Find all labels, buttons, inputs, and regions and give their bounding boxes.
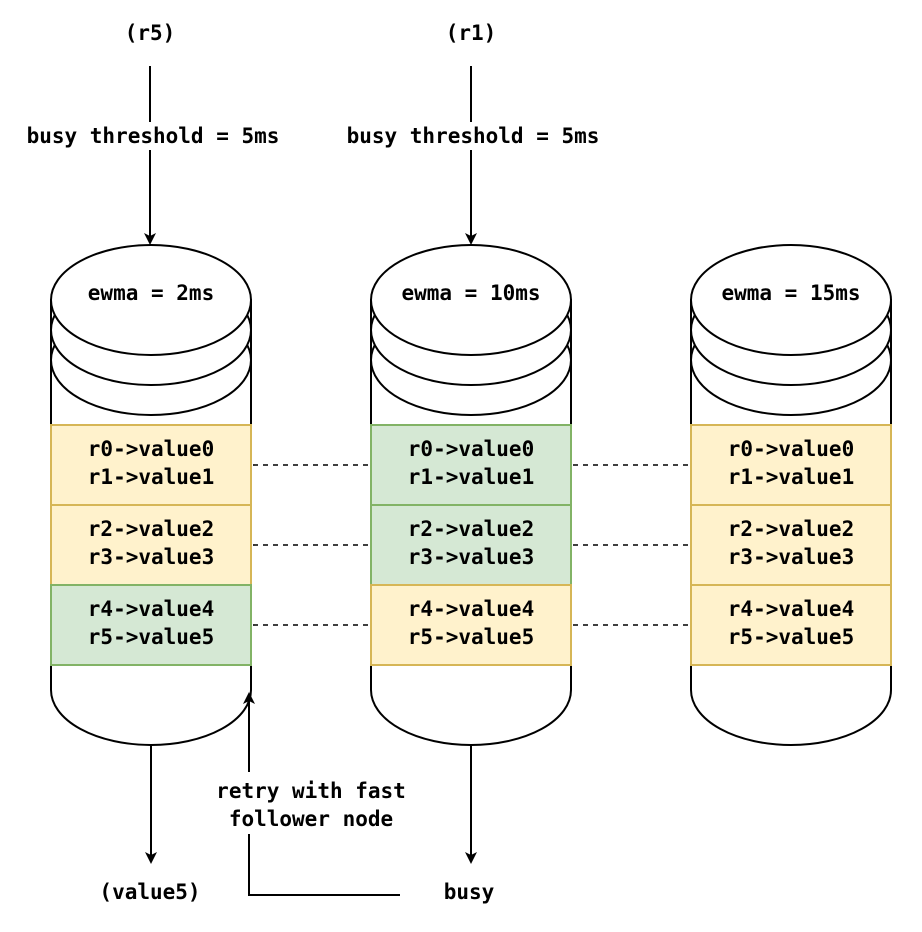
node-right-row-1-line1: r2->value2 xyxy=(728,517,854,541)
retry-label-line2: follower node xyxy=(229,807,393,831)
node-left-disk-top xyxy=(50,244,252,356)
node-right-row-0-line2: r1->value1 xyxy=(728,465,854,489)
node-middle-row-2-line1: r4->value4 xyxy=(408,597,534,621)
node-right-disk-top xyxy=(690,244,892,356)
retry-label-bg xyxy=(196,772,426,834)
output-label-left: (value5) xyxy=(99,880,200,904)
node-right-row-1 xyxy=(690,504,892,586)
node-middle-row-1-line2: r3->value3 xyxy=(408,545,534,569)
node-left-row-2-line2: r5->value5 xyxy=(88,625,214,649)
node-right-ewma: ewma = 15ms xyxy=(721,281,860,305)
node-left-ewma: ewma = 2ms xyxy=(88,281,214,305)
node-middle: ewma = 10ms r0->value0 r1->value1 r2->va… xyxy=(370,244,572,746)
node-left-row-1-line1: r2->value2 xyxy=(88,517,214,541)
node-middle-row-0 xyxy=(370,424,572,506)
node-left-row-1 xyxy=(50,504,252,586)
node-left-row-2-line1: r4->value4 xyxy=(88,597,214,621)
node-middle-row-2 xyxy=(370,584,572,666)
node-right-row-0-line1: r0->value0 xyxy=(728,437,854,461)
retry-label-line1: retry with fast xyxy=(216,779,406,803)
node-right-row-2-line2: r5->value5 xyxy=(728,625,854,649)
node-right: ewma = 15ms r0->value0 r1->value1 r2->va… xyxy=(690,244,892,746)
node-left-row-2 xyxy=(50,584,252,666)
node-middle-row-0-line2: r1->value1 xyxy=(408,465,534,489)
threshold-label-middle: busy threshold = 5ms xyxy=(347,124,600,148)
node-right-row-2 xyxy=(690,584,892,666)
node-left-row-0-line1: r0->value0 xyxy=(88,437,214,461)
node-middle-row-2-line2: r5->value5 xyxy=(408,625,534,649)
node-middle-row-1-line1: r2->value2 xyxy=(408,517,534,541)
node-left-row-1-line2: r3->value3 xyxy=(88,545,214,569)
output-label-middle: busy xyxy=(444,880,495,904)
node-left-row-0 xyxy=(50,424,252,506)
request-label-left: (r5) xyxy=(125,21,176,45)
node-middle-row-0-line1: r0->value0 xyxy=(408,437,534,461)
node-right-row-2-line1: r4->value4 xyxy=(728,597,854,621)
node-left-row-0-line2: r1->value1 xyxy=(88,465,214,489)
node-right-row-0 xyxy=(690,424,892,506)
node-middle-row-1 xyxy=(370,504,572,586)
request-label-middle: (r1) xyxy=(446,21,497,45)
node-middle-ewma: ewma = 10ms xyxy=(401,281,540,305)
retry-arrow xyxy=(243,692,400,896)
node-right-row-1-line2: r3->value3 xyxy=(728,545,854,569)
node-left: ewma = 2ms r0->value0 r1->value1 r2->val… xyxy=(50,244,252,746)
node-middle-disk-top xyxy=(370,244,572,356)
threshold-label-left: busy threshold = 5ms xyxy=(27,124,280,148)
